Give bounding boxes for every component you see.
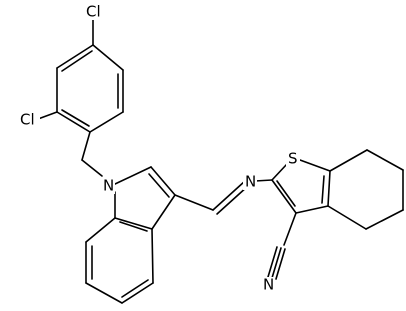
bond [85, 217, 116, 243]
bond-imine [212, 180, 246, 211]
atom-bg [243, 174, 257, 190]
chlorine-atom-label: Cl [86, 3, 101, 21]
bond-triple-1 [271, 247, 282, 279]
nitrogen-atom-label: N [245, 173, 256, 191]
nitrogen-atom-label: N [103, 177, 114, 195]
bond [271, 163, 288, 181]
bond [295, 205, 329, 214]
bond [92, 44, 124, 71]
bond [89, 111, 124, 133]
atom-bg [261, 277, 275, 293]
bond [327, 170, 331, 207]
bond [327, 205, 367, 230]
bond-ch2-to-n [81, 159, 103, 177]
bond-double-inner [276, 180, 296, 207]
dichlorophenyl-ring [56, 44, 124, 133]
nitrogen-atom-label: N [263, 276, 274, 294]
bond [56, 111, 91, 133]
bond [366, 149, 404, 171]
bond-ring-to-ch2 [81, 131, 91, 161]
bond [283, 212, 297, 246]
nitrile-group [267, 212, 297, 280]
bond [271, 179, 297, 214]
atom-bg [18, 112, 40, 128]
indole-benzo-ring [85, 217, 154, 304]
bond-double-inner [61, 109, 90, 127]
bond-imine-double [216, 185, 249, 215]
bond [150, 166, 176, 196]
bond-double-inner [119, 221, 148, 232]
atom-bg [84, 4, 106, 20]
cyclohexene-ring [327, 149, 404, 230]
bond-n-to-c2 [254, 179, 273, 182]
bond [114, 217, 153, 230]
indole-pyrrole-ring [114, 166, 176, 230]
bond [151, 228, 154, 284]
bond [299, 159, 331, 172]
bond-double-inner [121, 279, 149, 298]
bond-triple-3 [267, 246, 278, 278]
sulfur-atom-label: S [288, 150, 298, 168]
thiophene-ring [271, 159, 331, 214]
bond [151, 194, 176, 230]
bond [329, 149, 368, 172]
bond-to-cl-left [37, 111, 58, 120]
chlorine-atom-label: Cl [20, 111, 35, 129]
bond [56, 44, 94, 69]
bond [85, 282, 123, 304]
atom-bg [286, 150, 300, 167]
bond [114, 166, 152, 185]
bond-double-inner [148, 173, 170, 198]
atom-bg [101, 178, 115, 194]
bond-c3-to-ch [174, 194, 214, 211]
bond [121, 282, 154, 304]
bond [365, 209, 404, 230]
bond-double-inner [61, 50, 93, 72]
bond-triple-2 [275, 248, 286, 280]
bond-double-inner [321, 175, 325, 204]
